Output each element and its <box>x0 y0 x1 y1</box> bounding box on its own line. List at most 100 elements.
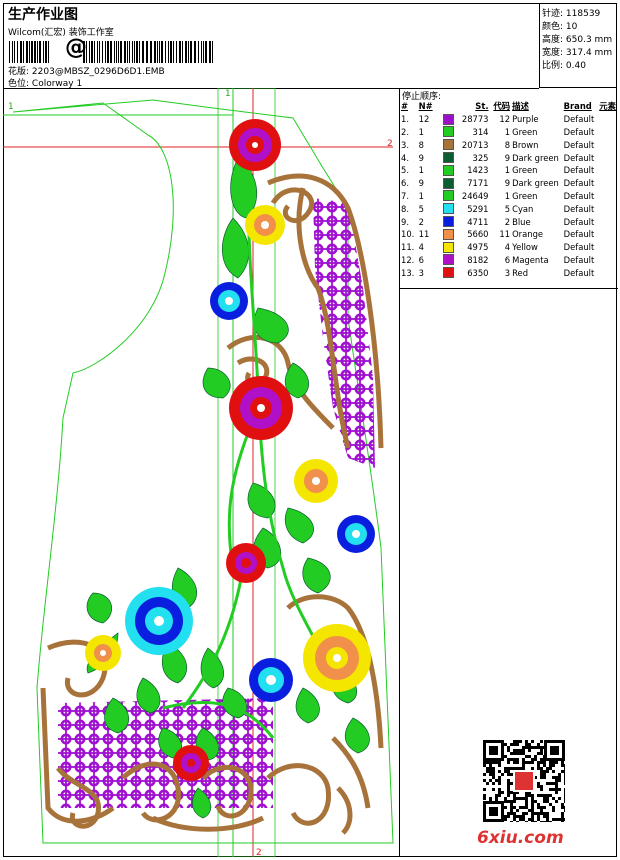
row-element <box>598 254 617 267</box>
row-code: 9 <box>504 178 511 189</box>
guide-box <box>217 88 276 857</box>
stat-stitches: 针迹: 118539 <box>542 9 601 19</box>
row-index: 12. <box>401 254 415 265</box>
row-desc: Purple <box>512 114 539 125</box>
col-stitches: St. <box>475 101 489 112</box>
scroll-ornaments <box>40 173 384 835</box>
row-brand: Default <box>563 152 595 163</box>
row-brand: Default <box>563 229 595 240</box>
row-brand: Default <box>563 216 595 227</box>
row-swatch <box>442 126 458 139</box>
row-code: 2 <box>504 216 511 227</box>
barcode-symbol: @ <box>65 35 87 60</box>
thread-table-header: # N# St. 代码 描述 Brand 元素 <box>400 100 617 113</box>
row-needle: 5 <box>418 203 424 214</box>
color-swatch <box>443 152 455 164</box>
colorway-row: 色位: Colorway 1 <box>8 76 82 89</box>
row-element <box>598 177 617 190</box>
row-needle: 2 <box>418 216 424 227</box>
row-desc: Brown <box>512 139 539 150</box>
row-code: 1 <box>504 126 511 137</box>
row-needle: 9 <box>418 178 424 189</box>
row-code: 3 <box>504 267 511 278</box>
lattice-right <box>313 198 375 468</box>
color-swatch <box>443 126 455 138</box>
row-code: 5 <box>504 203 511 214</box>
watermark: 6xiu.com <box>477 828 564 848</box>
row-element <box>598 202 617 215</box>
col-desc: 描述 <box>512 101 529 112</box>
stat-height: 高度: 650.3 mm <box>542 35 613 45</box>
row-needle: 3 <box>418 267 424 278</box>
row-index: 4. <box>401 152 409 163</box>
row-index: 7. <box>401 190 409 201</box>
row-stitches: 1423 <box>467 165 489 176</box>
stat-scale: 比例: 0.40 <box>542 61 586 71</box>
row-code: 9 <box>504 152 511 163</box>
design-label: 花版: <box>8 67 30 77</box>
yellow-flowers <box>85 205 371 692</box>
row-needle: 1 <box>418 190 424 201</box>
row-index: 1. <box>401 114 409 125</box>
row-element <box>598 190 617 203</box>
stat-colors: 颜色: 10 <box>542 22 578 32</box>
row-index: 2. <box>401 126 409 137</box>
row-needle: 12 <box>418 114 430 125</box>
color-swatch <box>443 139 455 151</box>
row-swatch <box>442 228 458 241</box>
row-brand: Default <box>563 203 595 214</box>
colorway-label: 色位: <box>8 79 30 89</box>
marker-2-right: 2 <box>387 139 393 149</box>
row-element <box>598 138 617 151</box>
row-element <box>598 266 617 279</box>
barcode <box>9 39 214 63</box>
row-code: 1 <box>504 165 511 176</box>
row-desc: Green <box>512 165 538 176</box>
color-swatch <box>443 113 455 125</box>
row-stitches: 7171 <box>467 178 489 189</box>
color-swatch <box>443 216 455 228</box>
row-swatch <box>442 241 458 254</box>
row-stitches: 5660 <box>467 229 489 240</box>
row-element <box>598 113 617 126</box>
table-divider <box>400 288 618 289</box>
row-stitches: 4975 <box>467 242 489 253</box>
row-element <box>598 126 617 139</box>
row-code: 12 <box>499 114 511 125</box>
row-needle: 1 <box>418 126 424 137</box>
stat-width: 宽度: 317.4 mm <box>542 48 613 58</box>
row-needle: 9 <box>418 152 424 163</box>
color-swatch <box>443 190 455 202</box>
row-swatch <box>442 164 458 177</box>
row-stitches: 6350 <box>467 267 489 278</box>
page-title: 生产作业图 <box>8 7 78 23</box>
row-desc: Blue <box>512 216 531 227</box>
col-index: # <box>401 101 409 112</box>
marker-2-bottom: 2 <box>256 848 262 857</box>
row-desc: Dark green <box>512 152 559 163</box>
row-index: 11. <box>401 242 415 253</box>
embroidery-canvas: 1 1 2 2 <box>3 88 394 857</box>
row-brand: Default <box>563 139 595 150</box>
row-desc: Dark green <box>512 178 559 189</box>
row-index: 10. <box>401 229 415 240</box>
row-index: 13. <box>401 267 415 278</box>
blue-flowers <box>125 282 375 702</box>
row-code: 8 <box>504 139 511 150</box>
row-stitches: 8182 <box>467 254 489 265</box>
row-brand: Default <box>563 267 595 278</box>
color-swatch <box>443 203 455 215</box>
row-stitches: 20713 <box>461 139 489 150</box>
row-needle: 4 <box>418 242 424 253</box>
row-swatch <box>442 138 458 151</box>
